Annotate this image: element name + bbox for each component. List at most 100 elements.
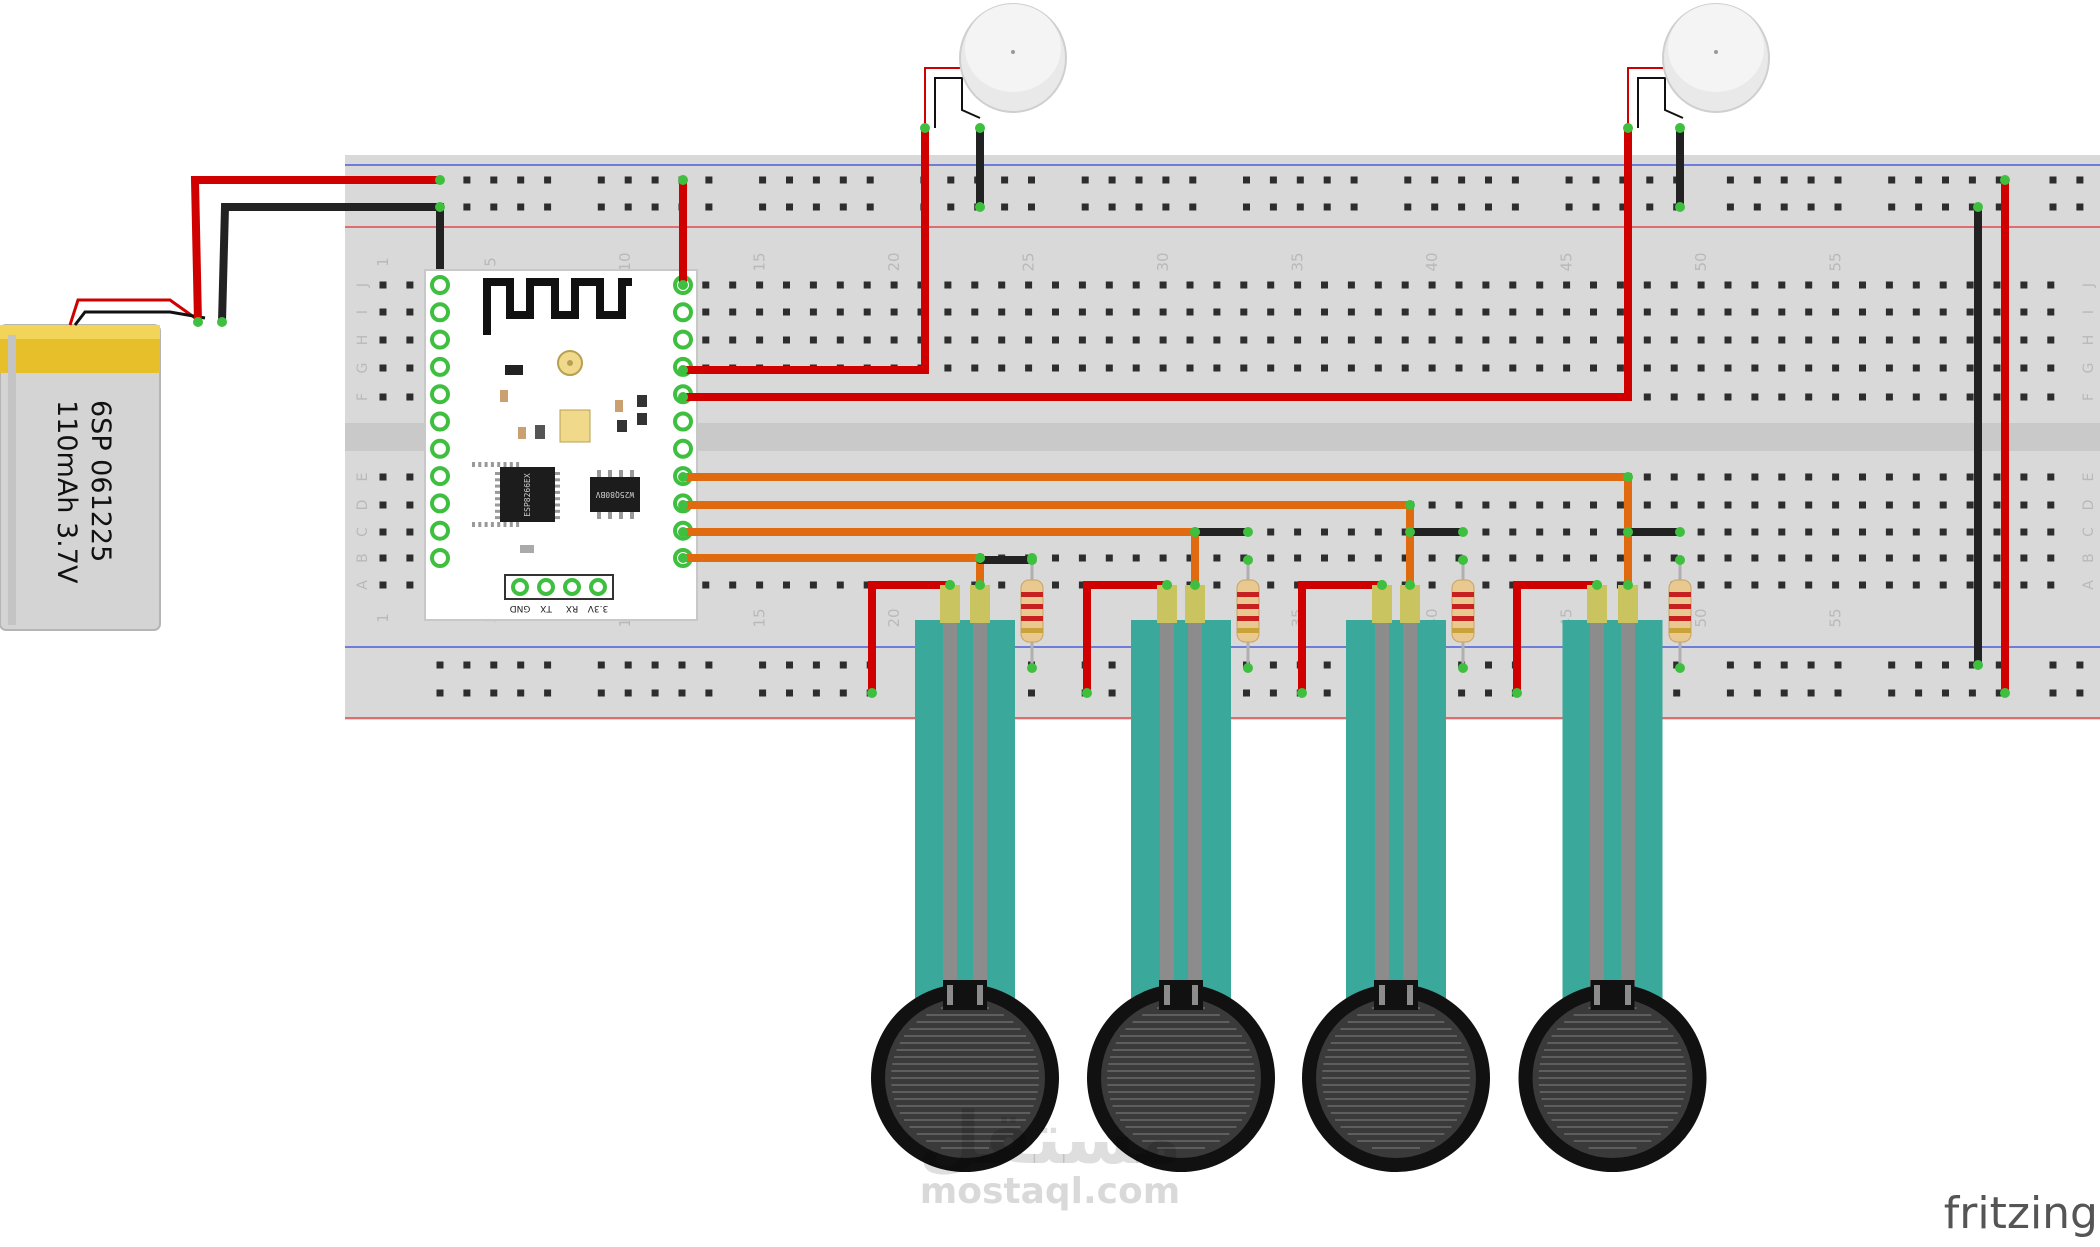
breadboard-hole xyxy=(1536,501,1544,509)
breadboard-hole xyxy=(1643,473,1651,481)
fsr-neck-trace xyxy=(1625,985,1631,1005)
column-number: 5 xyxy=(482,257,500,267)
esp-right-header xyxy=(673,275,693,568)
breadboard-hole xyxy=(944,364,952,372)
breadboard-hole xyxy=(836,336,844,344)
rail-hole xyxy=(1780,176,1788,184)
breadboard-hole xyxy=(1563,501,1571,509)
battery-positive-wire xyxy=(190,176,444,326)
breadboard-hole xyxy=(1052,554,1059,562)
flash-pin xyxy=(630,470,634,477)
rail-hole xyxy=(1592,176,1600,184)
breadboard-hole xyxy=(1294,336,1302,344)
breadboard-hole xyxy=(1132,554,1140,562)
breadboard-hole xyxy=(1832,308,1840,316)
breadboard-hole xyxy=(729,336,737,344)
breadboard-hole xyxy=(1509,281,1517,289)
breadboard-hole xyxy=(379,336,387,344)
breadboard-hole xyxy=(1052,364,1059,372)
header-pin xyxy=(430,520,450,541)
breadboard-hole xyxy=(1590,364,1597,372)
wire-end xyxy=(1675,527,1685,537)
breadboard-hole xyxy=(1885,554,1893,562)
row-letter: E xyxy=(355,473,371,482)
rail-hole xyxy=(1834,203,1842,211)
breadboard-hole xyxy=(1885,364,1893,372)
breadboard-hole xyxy=(1186,281,1194,289)
row-letter: H xyxy=(355,335,371,346)
breadboard-hole xyxy=(1993,528,2001,536)
breadboard-hole xyxy=(2020,336,2028,344)
breadboard-hole xyxy=(1670,501,1678,509)
breadboard-hole xyxy=(1643,364,1651,372)
breadboard-hole xyxy=(729,308,737,316)
header-pin xyxy=(673,411,693,432)
rail-hole xyxy=(1135,203,1143,211)
fsr-neck-trace xyxy=(1594,985,1600,1005)
fsr-sensor xyxy=(1087,580,1275,1172)
breadboard-hole xyxy=(1724,473,1732,481)
rail-hole xyxy=(839,661,847,669)
rail-hole xyxy=(1323,689,1331,697)
breadboard-hole xyxy=(863,336,871,344)
rail-hole xyxy=(1619,176,1627,184)
battery-label-line2: 110mAh 3.7V xyxy=(51,400,82,584)
row-letter: B xyxy=(355,553,371,563)
breadboard-hole xyxy=(1159,336,1167,344)
breadboard-hole xyxy=(1590,501,1597,509)
breadboard-hole xyxy=(1536,364,1544,372)
breadboard-hole xyxy=(379,364,387,372)
row-letter: E xyxy=(2081,473,2097,482)
rail-hole xyxy=(1108,176,1116,184)
breadboard-hole xyxy=(1885,336,1893,344)
chip-pin xyxy=(495,509,500,513)
rail-hole xyxy=(786,176,793,184)
resistor-end xyxy=(1675,555,1685,565)
breadboard-hole xyxy=(1885,528,1893,536)
breadboard-hole xyxy=(1536,308,1544,316)
wire-end xyxy=(1973,202,1983,212)
breadboard-hole xyxy=(1482,501,1490,509)
breadboard-hole xyxy=(1401,364,1409,372)
buzzer-right xyxy=(1627,3,1770,128)
breadboard-hole xyxy=(1832,554,1840,562)
rail-hole xyxy=(544,176,552,184)
resistor-band xyxy=(1669,616,1691,621)
buzzer-lead-negative xyxy=(934,77,981,128)
breadboard-hole xyxy=(1832,281,1840,289)
breadboard-hole xyxy=(1778,581,1786,589)
breadboard-hole xyxy=(1751,501,1759,509)
breadboard-hole xyxy=(1670,308,1678,316)
wire-end xyxy=(1675,123,1685,133)
header-pin xyxy=(673,302,693,323)
breadboard-hole xyxy=(1267,528,1275,536)
rail-hole xyxy=(1458,176,1466,184)
column-number: 15 xyxy=(751,252,769,271)
breadboard-hole xyxy=(1778,501,1786,509)
row-letter: I xyxy=(2081,310,2097,314)
breadboard-hole xyxy=(1374,364,1382,372)
rail-hole xyxy=(759,203,767,211)
rail-hole xyxy=(1511,203,1519,211)
fsr-strip xyxy=(1131,620,1231,1015)
breadboard-hole xyxy=(1643,554,1651,562)
wire-end xyxy=(435,175,445,185)
smd-component xyxy=(637,413,647,425)
column-number: 55 xyxy=(1827,252,1845,271)
rail-hole xyxy=(1189,176,1197,184)
rail-hole xyxy=(1942,689,1949,697)
breadboard-hole xyxy=(1724,554,1732,562)
breadboard-hole xyxy=(1939,554,1947,562)
flash-pin xyxy=(619,512,623,519)
breadboard-hole xyxy=(1885,393,1893,401)
breadboard-hole xyxy=(1939,308,1947,316)
breadboard-hole xyxy=(1186,364,1194,372)
rail-hole xyxy=(1189,203,1197,211)
rail-hole xyxy=(1888,176,1896,184)
resistor-end xyxy=(1458,555,1468,565)
wire-end xyxy=(1458,527,1468,537)
breadboard-hole xyxy=(1186,336,1194,344)
rail-hole xyxy=(705,689,713,697)
breadboard-hole xyxy=(1939,393,1947,401)
breadboard-hole xyxy=(1132,364,1140,372)
